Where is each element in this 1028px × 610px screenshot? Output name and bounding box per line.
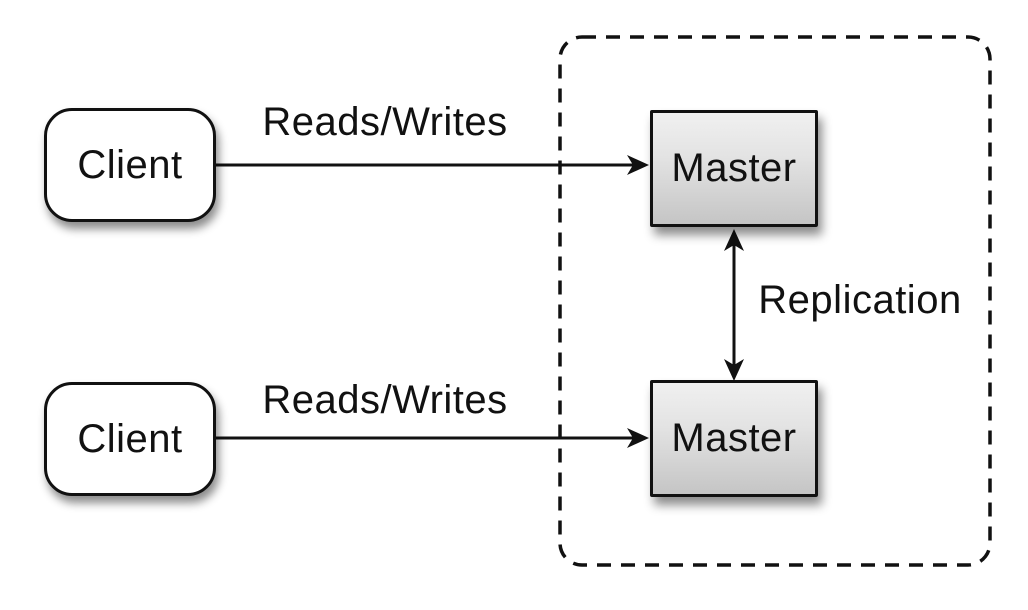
- replication-label: Replication: [758, 278, 962, 322]
- client-node-label: Client: [77, 416, 183, 461]
- arrowhead-icon: [627, 428, 649, 448]
- master-node-bottom: Master: [650, 380, 818, 497]
- master-node-label: Master: [671, 416, 797, 460]
- arrowhead-icon: [724, 359, 744, 381]
- reads-writes-arrow-top: [216, 155, 649, 175]
- master-node-top: Master: [650, 110, 818, 227]
- arrowhead-icon: [627, 155, 649, 175]
- arrowhead-icon: [724, 229, 744, 251]
- reads-writes-arrow-bottom: [216, 428, 649, 448]
- client-node-label: Client: [77, 142, 183, 187]
- client-node-bottom: Client: [44, 382, 216, 496]
- client-node-top: Client: [44, 108, 216, 222]
- replication-arrow: [724, 229, 744, 381]
- replication-boundary: [558, 35, 992, 567]
- master-node-label: Master: [671, 146, 797, 190]
- reads-writes-label-top: Reads/Writes: [262, 100, 508, 144]
- reads-writes-label-bottom: Reads/Writes: [262, 378, 508, 422]
